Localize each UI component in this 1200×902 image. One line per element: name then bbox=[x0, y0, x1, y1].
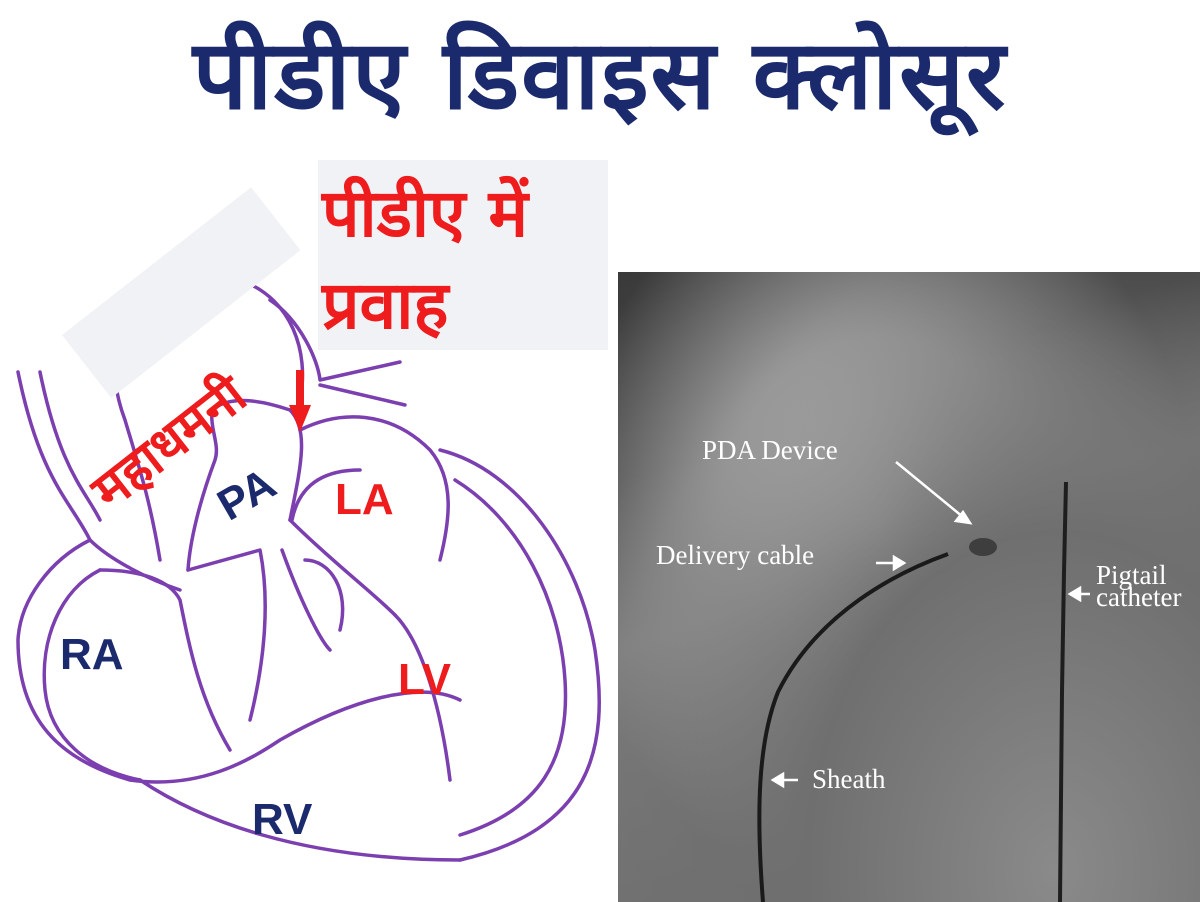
pda-device-shape bbox=[969, 538, 997, 556]
flow-label-background bbox=[318, 160, 608, 350]
flow-label: पीडीए में प्रवाह bbox=[322, 175, 528, 344]
heart-outline bbox=[16, 250, 601, 862]
page-title: पीडीए डिवाइस क्लोसूर bbox=[192, 19, 1008, 131]
xray-label-delivery-cable: Delivery cable bbox=[656, 540, 815, 570]
chamber-label-ra: RA bbox=[60, 630, 124, 679]
heart-diagram bbox=[16, 250, 601, 862]
xray-label-pigtail: Pigtail bbox=[1096, 560, 1167, 590]
xray-label-pda-device: PDA Device bbox=[702, 435, 838, 465]
pigtail-catheter-line bbox=[1058, 481, 1068, 902]
xray-label-catheter: catheter bbox=[1096, 582, 1182, 612]
annotation-arrows bbox=[770, 461, 1090, 789]
chamber-label-lv: LV bbox=[398, 655, 451, 704]
chamber-label-rv: RV bbox=[252, 795, 313, 844]
flow-arrow-icon bbox=[289, 370, 311, 432]
xray-label-sheath: Sheath bbox=[812, 764, 886, 794]
delivery-cable-line bbox=[757, 552, 949, 902]
xray-image: PDA Device Delivery cable Pigtail cathet… bbox=[618, 272, 1200, 902]
xray-overlay bbox=[757, 461, 1090, 902]
chamber-label-la: LA bbox=[335, 475, 394, 524]
